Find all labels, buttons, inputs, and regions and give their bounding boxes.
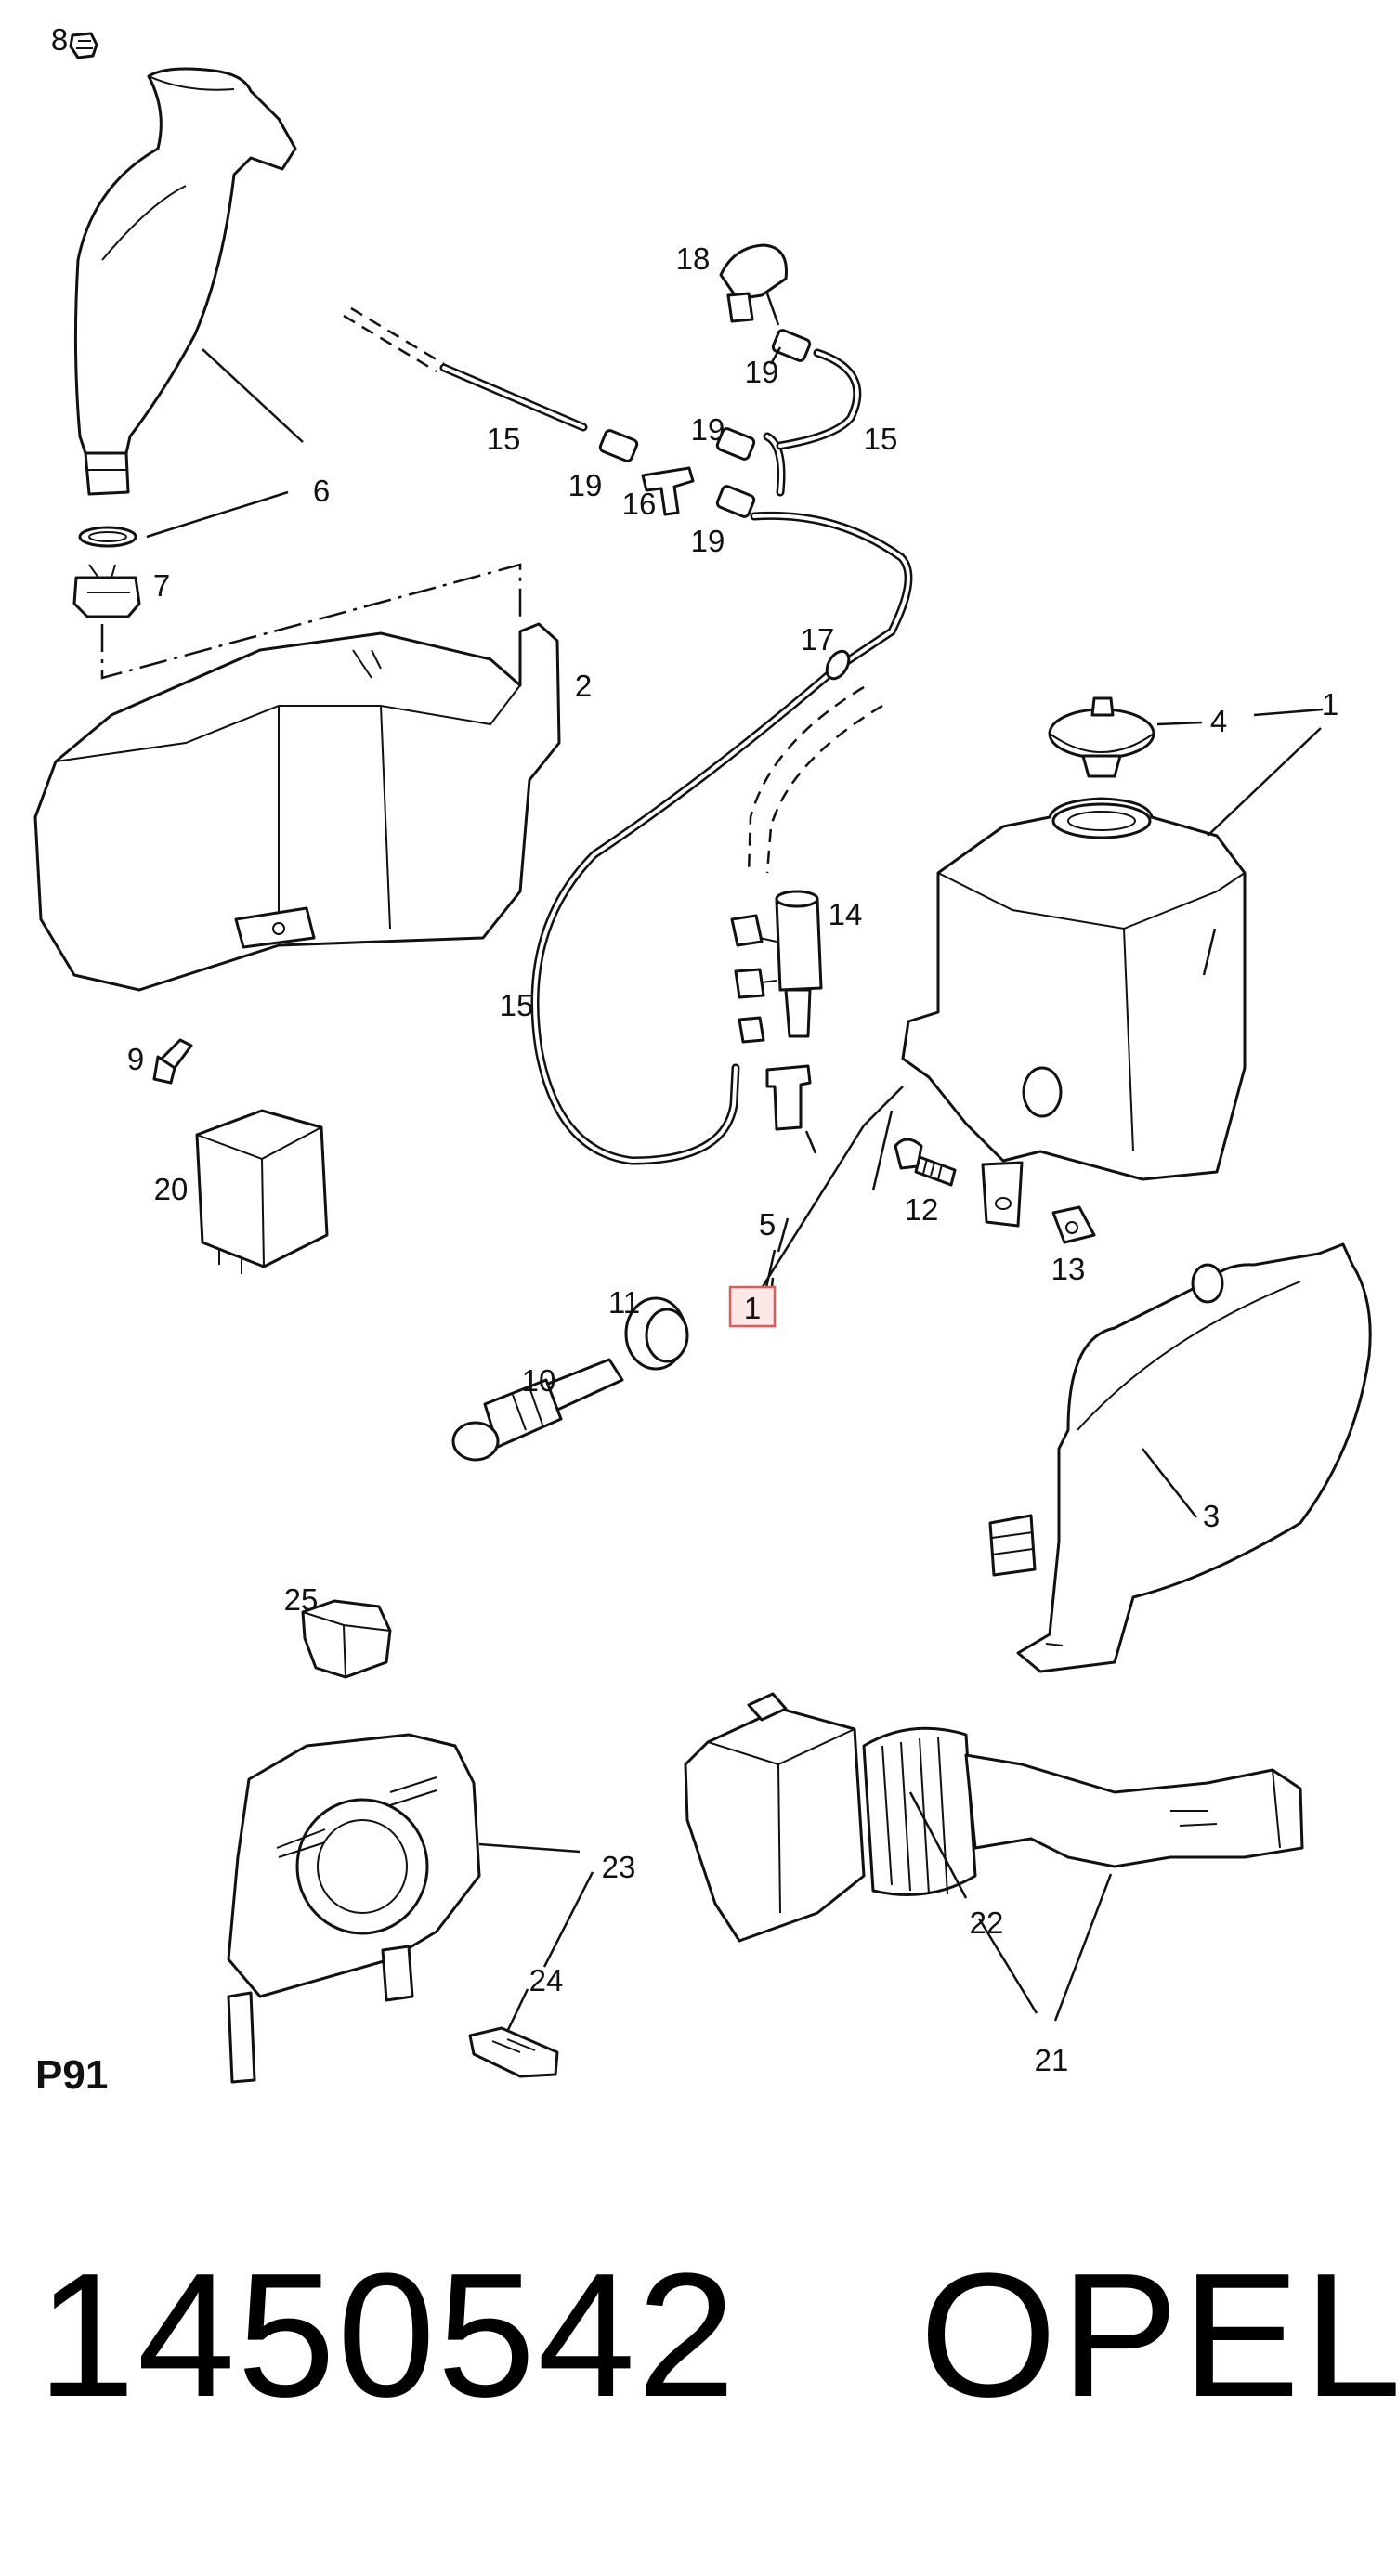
callout-5: 5 — [759, 1207, 776, 1242]
callout-17: 17 — [801, 622, 835, 657]
callout-15: 15 — [487, 422, 521, 456]
pump-14 — [730, 890, 823, 1044]
callout-9: 9 — [127, 1042, 144, 1076]
callout-13: 13 — [1051, 1252, 1086, 1286]
callout-19: 19 — [568, 468, 603, 502]
cap-4 — [1048, 696, 1155, 778]
hose-15-right — [763, 348, 862, 497]
brand-name: OPEL — [920, 2237, 1397, 2434]
assembly-line — [100, 563, 522, 680]
callout-1: 1 — [1322, 687, 1338, 722]
hose-17 — [530, 511, 913, 1165]
o-ring-7 — [78, 526, 137, 548]
reservoir-2 — [33, 622, 561, 992]
section-code: P91 — [35, 2052, 109, 2098]
bolt-12 — [894, 1138, 957, 1187]
highlight-box — [728, 1285, 777, 1328]
callout-7: 7 — [153, 568, 170, 603]
leader-lines — [146, 293, 1324, 2033]
callout-4: 4 — [1210, 704, 1227, 738]
callout-19: 19 — [691, 524, 725, 558]
callout-20: 20 — [154, 1172, 189, 1206]
wiper-switch-21 — [684, 1692, 1304, 1943]
callout-8: 8 — [51, 22, 68, 57]
callout-10: 10 — [522, 1363, 556, 1398]
callout-11: 11 — [608, 1285, 640, 1320]
callout-14: 14 — [829, 897, 863, 931]
callout-18: 18 — [676, 241, 711, 276]
reservoir-1 — [901, 797, 1247, 1228]
part-number: 1450542 — [37, 2237, 738, 2434]
connector-19 — [598, 329, 812, 518]
grommet-5 — [765, 1064, 812, 1131]
callout-19: 19 — [691, 412, 725, 447]
callout-15: 15 — [864, 422, 898, 456]
hose-15-dashed — [343, 306, 588, 432]
screw-9 — [152, 1038, 193, 1085]
filler-neck-6 — [73, 67, 297, 496]
callout-12: 12 — [905, 1192, 939, 1227]
callout-23: 23 — [602, 1850, 636, 1884]
hose-dashed-pump — [747, 685, 865, 874]
callout-16: 16 — [622, 487, 657, 521]
callout-25: 25 — [284, 1582, 319, 1617]
reservoir-3 — [988, 1242, 1372, 1673]
sensor-10 — [451, 1358, 624, 1462]
callout-1-highlighted: 1 — [744, 1291, 761, 1325]
relay-20 — [195, 1109, 329, 1274]
callout-24: 24 — [529, 1963, 564, 1997]
callout-3: 3 — [1203, 1499, 1220, 1533]
callout-2: 2 — [575, 669, 592, 703]
clip-nut-13 — [1051, 1205, 1096, 1244]
callout-6: 6 — [313, 474, 330, 508]
clip-24 — [468, 2026, 559, 2078]
callout-15: 15 — [500, 988, 534, 1022]
nozzle-18 — [719, 243, 788, 323]
seal-11 — [624, 1296, 689, 1371]
cover-25 — [301, 1599, 392, 1679]
callout-labels: 8 6 7 2 18 19 15 15 19 19 16 19 17 4 1 1… — [51, 22, 1338, 2077]
callout-19: 19 — [745, 355, 779, 389]
clip-7 — [72, 564, 141, 618]
screw-8 — [69, 32, 98, 59]
callout-22: 22 — [970, 1906, 1004, 1940]
housing-23 — [227, 1733, 481, 2084]
callout-21: 21 — [1035, 2043, 1069, 2077]
t-piece-16 — [641, 466, 695, 516]
